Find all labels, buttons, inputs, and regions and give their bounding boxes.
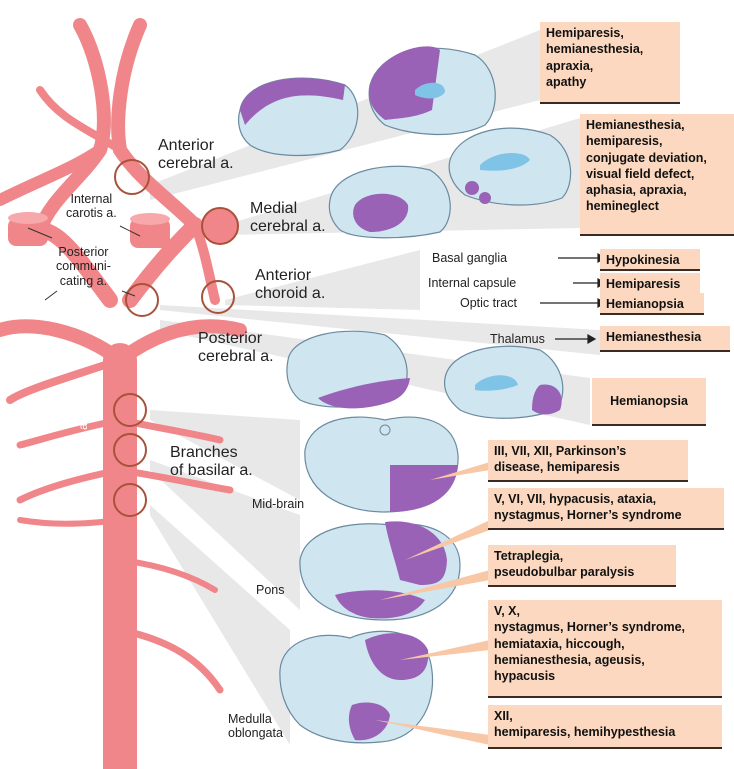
circle-anterior-choroid xyxy=(201,280,235,314)
label-branches-basilar: Branches of basilar a. xyxy=(170,444,253,480)
deficit-box-anterior-cerebral: Hemiparesis, hemianesthesia, apraxia, ap… xyxy=(540,22,680,104)
brain-posterior-lateral xyxy=(286,330,410,409)
deficit-box-pons-1: V, VI, VII, hypacusis, ataxia, nystagmus… xyxy=(488,488,724,530)
pointer-lines xyxy=(27,225,141,301)
wedge-thalamus xyxy=(160,305,600,355)
label-basal-ganglia: Basal ganglia xyxy=(432,251,508,265)
brain-anterior-medial xyxy=(368,46,496,136)
deficit-box-midbrain: III, VII, XII, Parkinson’s disease, hemi… xyxy=(488,440,688,482)
circle-branch-2 xyxy=(113,433,147,467)
label-medial-cerebral: Medial cerebral a. xyxy=(250,200,326,236)
label-posterior-communicating: Posterior communi- cating a. xyxy=(56,245,111,288)
circle-anterior-cerebral xyxy=(114,159,150,195)
artery-cylinders xyxy=(8,212,170,248)
label-posterior-cerebral: Posterior cerebral a. xyxy=(198,330,274,366)
label-basilar: Basilar a. xyxy=(76,419,90,470)
label-optic-tract: Optic tract xyxy=(460,296,517,310)
label-pons: Pons xyxy=(256,583,285,597)
brain-posterior-medial xyxy=(443,345,564,419)
label-anterior-cerebral: Anterior cerebral a. xyxy=(158,137,234,173)
deficit-box-pons-2: Tetraplegia, pseudobulbar paralysis xyxy=(488,545,676,587)
circle-branch-3 xyxy=(113,483,147,517)
circle-branch-1 xyxy=(113,393,147,427)
circle-posterior-communicating xyxy=(125,283,159,317)
label-medulla: Medulla oblongata xyxy=(228,712,283,741)
section-midbrain xyxy=(304,416,459,513)
section-pons xyxy=(299,521,461,621)
section-medulla xyxy=(279,630,434,744)
wedge-anterior-choroid xyxy=(225,250,420,310)
label-mid-brain: Mid-brain xyxy=(252,497,305,511)
circle-medial-cerebral xyxy=(201,207,239,245)
label-internal-capsule: Internal capsule xyxy=(428,276,517,290)
deficit-box-posterior-cerebral: Hemianopsia xyxy=(592,378,706,426)
deficit-box-medial-cerebral: Hemianesthesia, hemiparesis, conjugate d… xyxy=(580,114,734,236)
brain-anterior-lateral xyxy=(238,77,359,157)
deficit-box-internal-capsule: Hemiparesis xyxy=(600,273,700,295)
label-thalamus: Thalamus xyxy=(490,332,545,346)
artery-circles xyxy=(113,159,239,517)
brain-medial-medial xyxy=(448,127,572,206)
wedge-pons xyxy=(150,460,300,610)
callout-pointers xyxy=(375,462,490,745)
deficit-box-medulla-2: XII, hemiparesis, hemihypesthesia xyxy=(488,705,722,749)
label-anterior-choroid: Anterior choroid a. xyxy=(255,267,326,303)
label-internal-carotis: Internal carotis a. xyxy=(66,192,117,221)
deficit-box-optic-tract: Hemianopsia xyxy=(600,293,704,315)
brain-medial-lateral xyxy=(328,165,451,239)
deficit-box-medulla-1: V, X, nystagmus, Horner’s syndrome, hemi… xyxy=(488,600,722,698)
wedge-medulla xyxy=(150,505,290,745)
deficit-box-thalamus: Hemianesthesia xyxy=(600,326,730,352)
deficit-box-basal-ganglia: Hypokinesia xyxy=(600,249,700,271)
